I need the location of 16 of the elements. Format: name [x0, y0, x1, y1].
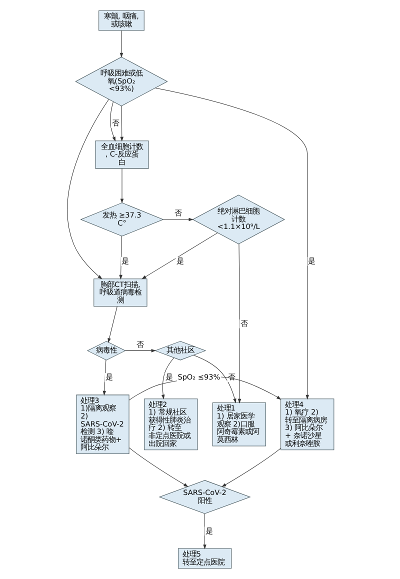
arrow — [221, 448, 280, 488]
arrow — [120, 168, 124, 204]
arrow — [141, 232, 218, 280]
arrow — [124, 349, 156, 352]
arrow — [120, 106, 123, 142]
arrow — [119, 30, 123, 58]
arrow — [107, 306, 117, 343]
arrow — [202, 513, 206, 550]
arrow — [237, 244, 241, 404]
arrow — [128, 447, 188, 487]
arrow — [102, 360, 106, 396]
arrow — [66, 99, 108, 280]
arrow — [128, 376, 281, 400]
arrow — [118, 236, 122, 280]
arrow — [162, 218, 193, 222]
arrow — [110, 102, 116, 142]
